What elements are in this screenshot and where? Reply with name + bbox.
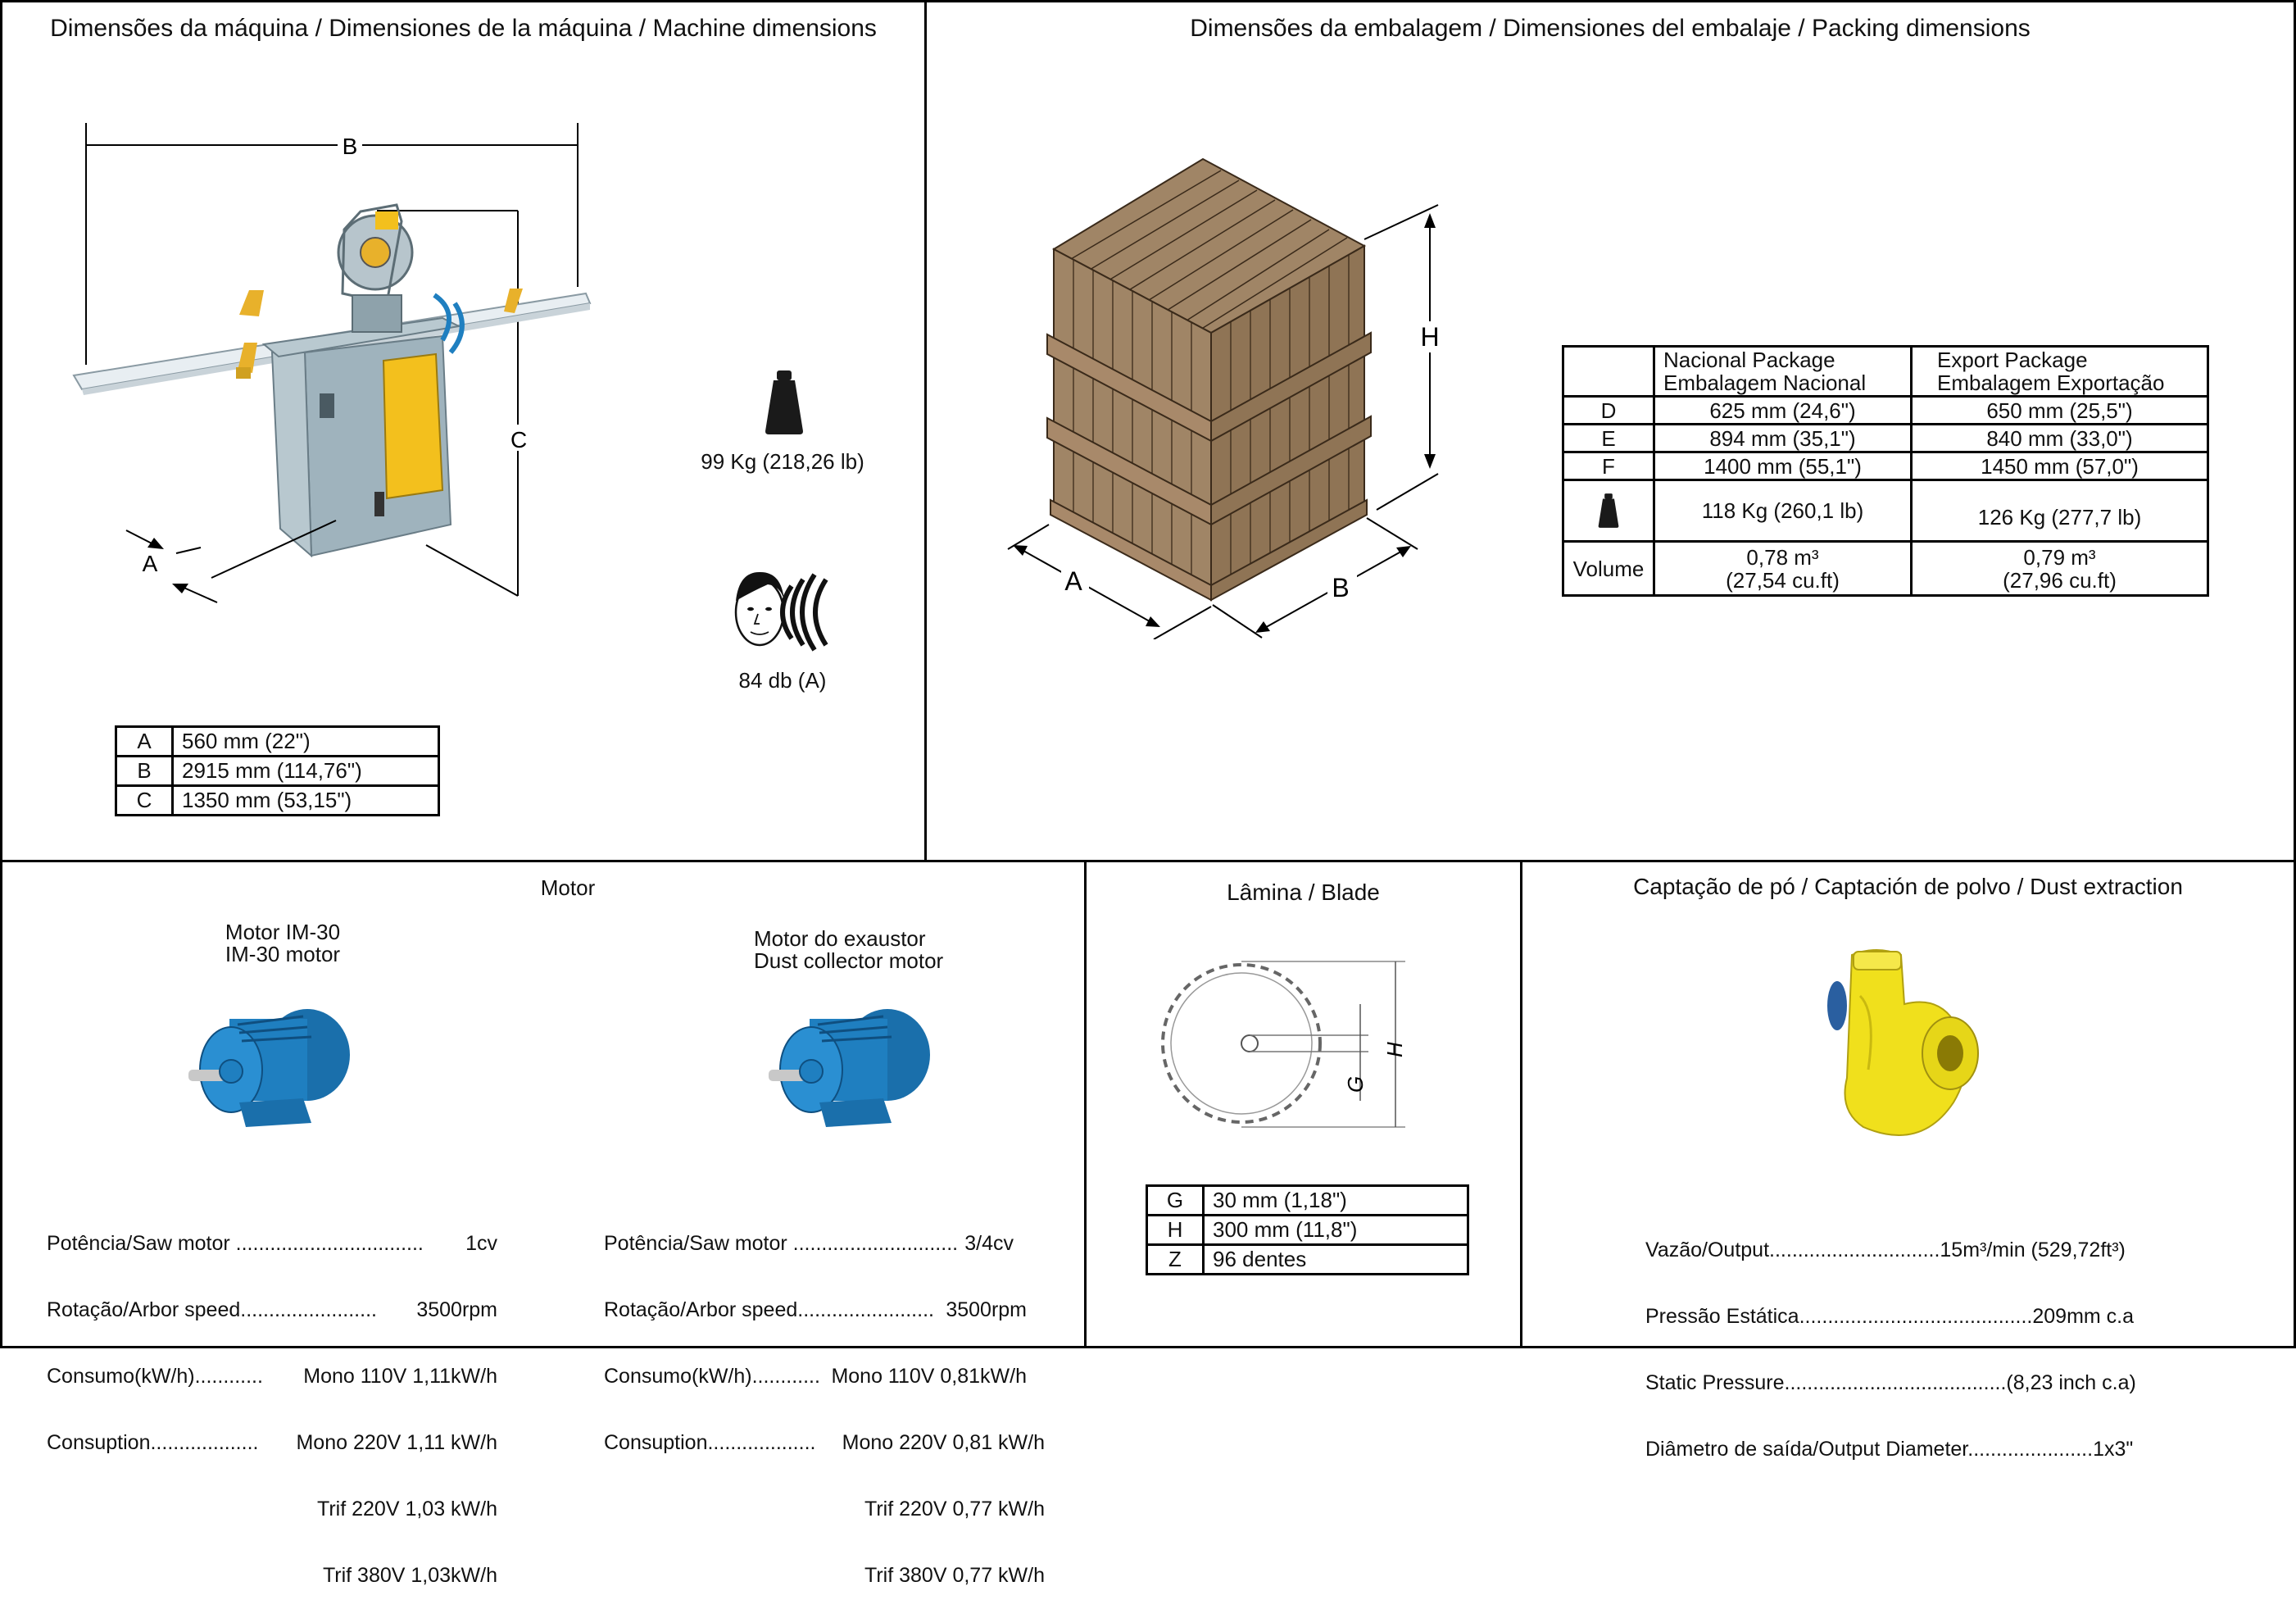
motor-2-image [769, 1009, 930, 1127]
crate-dim-b-label: B [1332, 573, 1349, 602]
table-row: Volume 0,78 m³(27,54 cu.ft) 0,79 m³(27,9… [1562, 540, 2209, 597]
machine-dim-c-label: C [510, 427, 527, 452]
crate-dim-a-label: A [1064, 566, 1082, 596]
machine-weight: 99 Kg (218,26 lb) [701, 449, 864, 474]
saw-blade-diagram: G H [1161, 961, 1407, 1128]
packing-dimensions-title: Dimensões da embalagem / Dimensiones del… [1190, 15, 2031, 42]
blade-dim-h-label: H [1382, 1042, 1407, 1057]
crate-dim-h-label: H [1420, 322, 1439, 352]
weight-icon [765, 370, 803, 434]
motor-title: Motor [540, 875, 596, 900]
blade-title: Lâmina / Blade [1227, 879, 1380, 905]
dust-extraction-panel [1520, 860, 2296, 1348]
blade-dim-g-label: G [1343, 1076, 1368, 1093]
dust-pump-image [1827, 949, 1979, 1136]
machine-illustration: B C A [72, 123, 592, 603]
motor-1-image [188, 1009, 350, 1127]
machine-dim-a-label: A [143, 551, 158, 576]
machine-noise: 84 db (A) [738, 668, 827, 693]
machine-dim-b-label: B [343, 134, 358, 159]
ear-noise-icon [734, 571, 828, 652]
dust-extraction-specs: Vazão/Output............................… [1645, 1239, 2136, 1461]
crate-illustration: H A B [1007, 157, 1446, 639]
motor-1-specs: Potência/Saw motor .....................… [47, 1232, 497, 1587]
motor-2-specs: Potência/Saw motor .....................… [604, 1232, 1045, 1587]
weight-icon [1598, 493, 1619, 528]
machine-dimensions-title: Dimensões da máquina / Dimensiones de la… [50, 15, 877, 42]
table-row: 118 Kg (260,1 lb) 126 Kg (277,7 lb) [1562, 479, 2209, 543]
dust-extraction-title: Captação de pó / Captación de polvo / Du… [1633, 874, 2183, 899]
